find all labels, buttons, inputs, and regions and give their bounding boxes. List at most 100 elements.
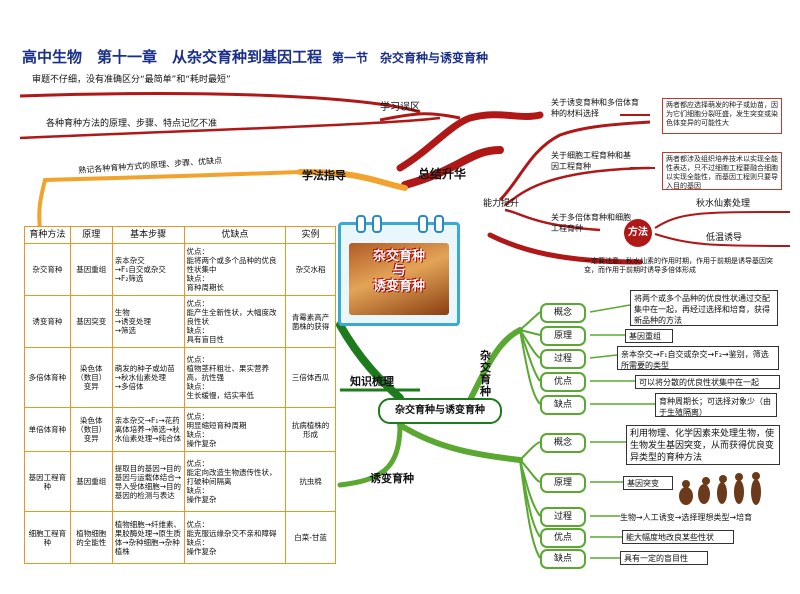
- mutation-process-text: 生物→人工诱变→选择理想类型→培育: [620, 513, 753, 522]
- table-cell-steps: 亲本杂交 →F₁自交或杂交 →F₂筛选: [111, 243, 185, 296]
- page-title: 高中生物 第十一章 从杂交育种到基因工程第一节 杂交育种与诱变育种: [22, 46, 488, 67]
- table-cell-method: 细胞工程育种: [24, 511, 71, 564]
- table-row: 细胞工程育种植物细胞的全能性植物细胞→纤维素、果胶酶处理→原生质体→杂种细胞→杂…: [24, 511, 336, 564]
- misconception-2: 各种育种方法的原理、步骤、特点记忆不准: [46, 119, 218, 129]
- column-header: 育种方法: [24, 226, 71, 244]
- study-guide-node: 学法指导: [302, 169, 346, 182]
- caution-note: 一定要注意，秋水仙素的作用时期，作用于前期是诱导基因突变，而作用于前期时诱导多倍…: [584, 257, 773, 274]
- hybrid-advantage-text: 可以将分散的优良性状集中在一起: [635, 375, 780, 389]
- mutation-branch-label: 诱变育种: [370, 472, 414, 485]
- method-colchicine: 秋水仙素处理: [696, 199, 751, 209]
- section-title: 第一节 杂交育种与诱变育种: [332, 51, 489, 65]
- table-body: 杂交育种基因重组 亲本杂交 →F₁自交或杂交 →F₂筛选优点： 能将两个或多个品种…: [24, 243, 336, 564]
- hybrid-principle-text: 基因重组: [625, 329, 673, 343]
- table-row: 基因工程育种基因重组提取目的基因→目的基因与运载体结合→导入受体细胞→目的基因的…: [24, 451, 336, 512]
- table-cell-steps: 亲本杂交→F₁→花药离体培养→筛选→秋水仙素处理→纯合体: [111, 407, 185, 452]
- table-cell-pros: 优点： 能克服远缘杂交不亲和障碍 缺点： 操作复杂: [183, 511, 287, 564]
- table-cell-method: 诱变育种: [24, 295, 71, 348]
- table-cell-example: 抗虫棉: [285, 451, 336, 512]
- evolution-figure-icon: [679, 472, 761, 505]
- calendar-ring: [356, 215, 366, 233]
- red-branch-zone: [379, 112, 461, 122]
- table-row: 诱变育种基因突变生物 →诱变处理 →筛选优点： 能产生全新性状，大幅度改良性状 …: [24, 295, 336, 348]
- ability-improve-label: 能力提升: [483, 199, 520, 209]
- mutation-disadvantage-key: 缺点: [540, 549, 586, 569]
- green-trunk: [336, 321, 404, 402]
- table-cell-example: 抗病植株的形成: [285, 407, 336, 452]
- table-cell-pros: 优点： 能产生全新性状，大幅度改良性状 缺点： 具有盲目性: [183, 295, 287, 348]
- main-title: 高中生物 第十一章 从杂交育种到基因工程: [22, 48, 323, 66]
- red-branch-misc1: [19, 92, 421, 114]
- mutation-advantage-text: 能大幅度地改良某些性状: [622, 530, 734, 544]
- red-branch-misc2: [19, 116, 441, 140]
- column-header: 优缺点: [183, 226, 287, 244]
- table-cell-method: 杂交育种: [24, 243, 71, 296]
- table-cell-method: 基因工程育种: [24, 451, 71, 512]
- mutation-concept-text: 利用物理、化学因素来处理生物，使生物发生基因突变，从而获得优良变异类型的育种方法: [626, 425, 780, 465]
- red-branch-method2: [654, 233, 791, 247]
- hybrid-concept-text: 将两个或多个品种的优良性状通过交配集中在一起，再经过选择和培育，获得新品种的方法: [630, 290, 778, 326]
- column-header: 原理: [69, 226, 113, 244]
- calendar-ring: [434, 215, 444, 233]
- knowledge-node: 知识梳理: [350, 375, 394, 388]
- summary-node: 总结升华: [418, 167, 467, 181]
- table-cell-example: 青霉素高产菌株的获得: [285, 295, 336, 348]
- mushroom-photo: [349, 243, 449, 315]
- hybrid-process-key: 过程: [540, 349, 586, 369]
- mutation-advantage-key: 优点: [540, 528, 586, 548]
- method-low-temp: 低温诱导: [706, 233, 743, 243]
- table-cell-pros: 优点： 植物茎秆粗壮、果实营养高，抗性强 缺点： 生长缓慢，结实率低: [183, 347, 287, 408]
- table-cell-steps: 萌发的种子或幼苗 →秋水仙素处理 →多倍体: [111, 347, 185, 408]
- point-1-box: 两者都应选择萌发的种子或幼苗，因为它们细胞分裂旺盛，发生突变或染色体变异的可能性…: [662, 98, 782, 134]
- table-cell-principle: 染色体（数目）变异: [69, 347, 113, 408]
- topic-calendar-card: 杂交育种 与 诱变育种: [338, 222, 460, 326]
- calendar-ring: [372, 215, 382, 233]
- point-3-label: 关于多倍体育种和细胞工程育种: [551, 213, 631, 233]
- table-cell-pros: 优点： 能定向改造生物遗传性状，打破种间隔离 缺点： 操作复杂: [183, 451, 287, 512]
- calendar-ring: [418, 215, 428, 233]
- hybrid-principle-key: 原理: [540, 326, 586, 346]
- green-branch-mutation: [337, 422, 403, 488]
- table-row: 杂交育种基因重组亲本杂交 →F₁自交或杂交 →F₂筛选优点： 能将两个或多个品种…: [24, 243, 336, 296]
- table-cell-pros: 优点： 明显缩短育种周期 缺点： 操作复杂: [183, 407, 287, 452]
- column-header: 基本步骤: [111, 226, 185, 244]
- point-1-label: 关于诱变育种和多倍体育种的材料选择: [551, 98, 639, 118]
- red-branch-main: [401, 146, 504, 189]
- mutation-principle-text: 基因突变: [623, 476, 673, 490]
- table-header-row: 育种方法 原理 基本步骤 优缺点 实例: [24, 226, 336, 244]
- green-branch-mutation2: [397, 422, 523, 463]
- table-cell-steps: 植物细胞→纤维素、果胶酶处理→原生质体→杂种细胞→杂种植株: [111, 511, 185, 564]
- red-branch-p2: [504, 166, 651, 207]
- table-cell-method: 多倍体育种: [24, 347, 71, 408]
- table-cell-principle: 基因突变: [69, 295, 113, 348]
- method-badge: 方法: [624, 219, 652, 247]
- mutation-principle-key: 原理: [540, 473, 586, 493]
- red-branch-lower: [487, 232, 643, 265]
- table-cell-pros: 优点： 能将两个或多个品种的优良性状集中 缺点： 育种周期长: [183, 243, 287, 296]
- red-branch-p3: [504, 208, 601, 232]
- table-cell-example: 白菜-甘蓝: [285, 511, 336, 564]
- mutation-concept-key: 概念: [540, 433, 586, 453]
- table-cell-example: 三倍体西瓜: [285, 347, 336, 408]
- table-cell-principle: 植物细胞的全能性: [69, 511, 113, 564]
- mutation-process-key: 过程: [540, 507, 586, 527]
- hybrid-branch-label: 杂交育种: [480, 349, 491, 398]
- point-2-box: 两者都涉及组织培养技术以实现全能性表达，只不过细胞工程要融合细胞以实现全能性，而…: [662, 152, 782, 190]
- table-cell-principle: 染色体（数目）变异: [69, 407, 113, 452]
- table-row: 多倍体育种染色体（数目）变异萌发的种子或幼苗 →秋水仙素处理 →多倍体优点： 植…: [24, 347, 336, 408]
- red-branch-up: [498, 120, 651, 202]
- hybrid-disadvantage-key: 缺点: [540, 395, 586, 415]
- red-trunk: [396, 111, 544, 172]
- table-cell-example: 杂交水稻: [285, 243, 336, 296]
- hybrid-process-text: 亲本杂交→F₁自交或杂交→F₂→鉴别，筛选所需要的类型: [617, 346, 779, 370]
- green-branch-hybrid: [467, 327, 523, 403]
- learning-misconceptions-label: 学习误区: [380, 102, 420, 113]
- misconception-1: 审题不仔细，没有准确区分“最简单”和“耗时最短”: [32, 75, 231, 85]
- hybrid-advantage-key: 优点: [540, 372, 586, 392]
- hybrid-disadvantage-text: 育种周期长；可选择对象少（由于生殖隔离）: [655, 393, 777, 417]
- center-node: 杂交育种与诱变育种: [378, 398, 502, 424]
- table-cell-steps: 生物 →诱变处理 →筛选: [111, 295, 185, 348]
- table-cell-principle: 基因重组: [69, 451, 113, 512]
- table-cell-steps: 提取目的基因→目的基因与运载体结合→导入受体细胞→目的基因的检测与表达: [111, 451, 185, 512]
